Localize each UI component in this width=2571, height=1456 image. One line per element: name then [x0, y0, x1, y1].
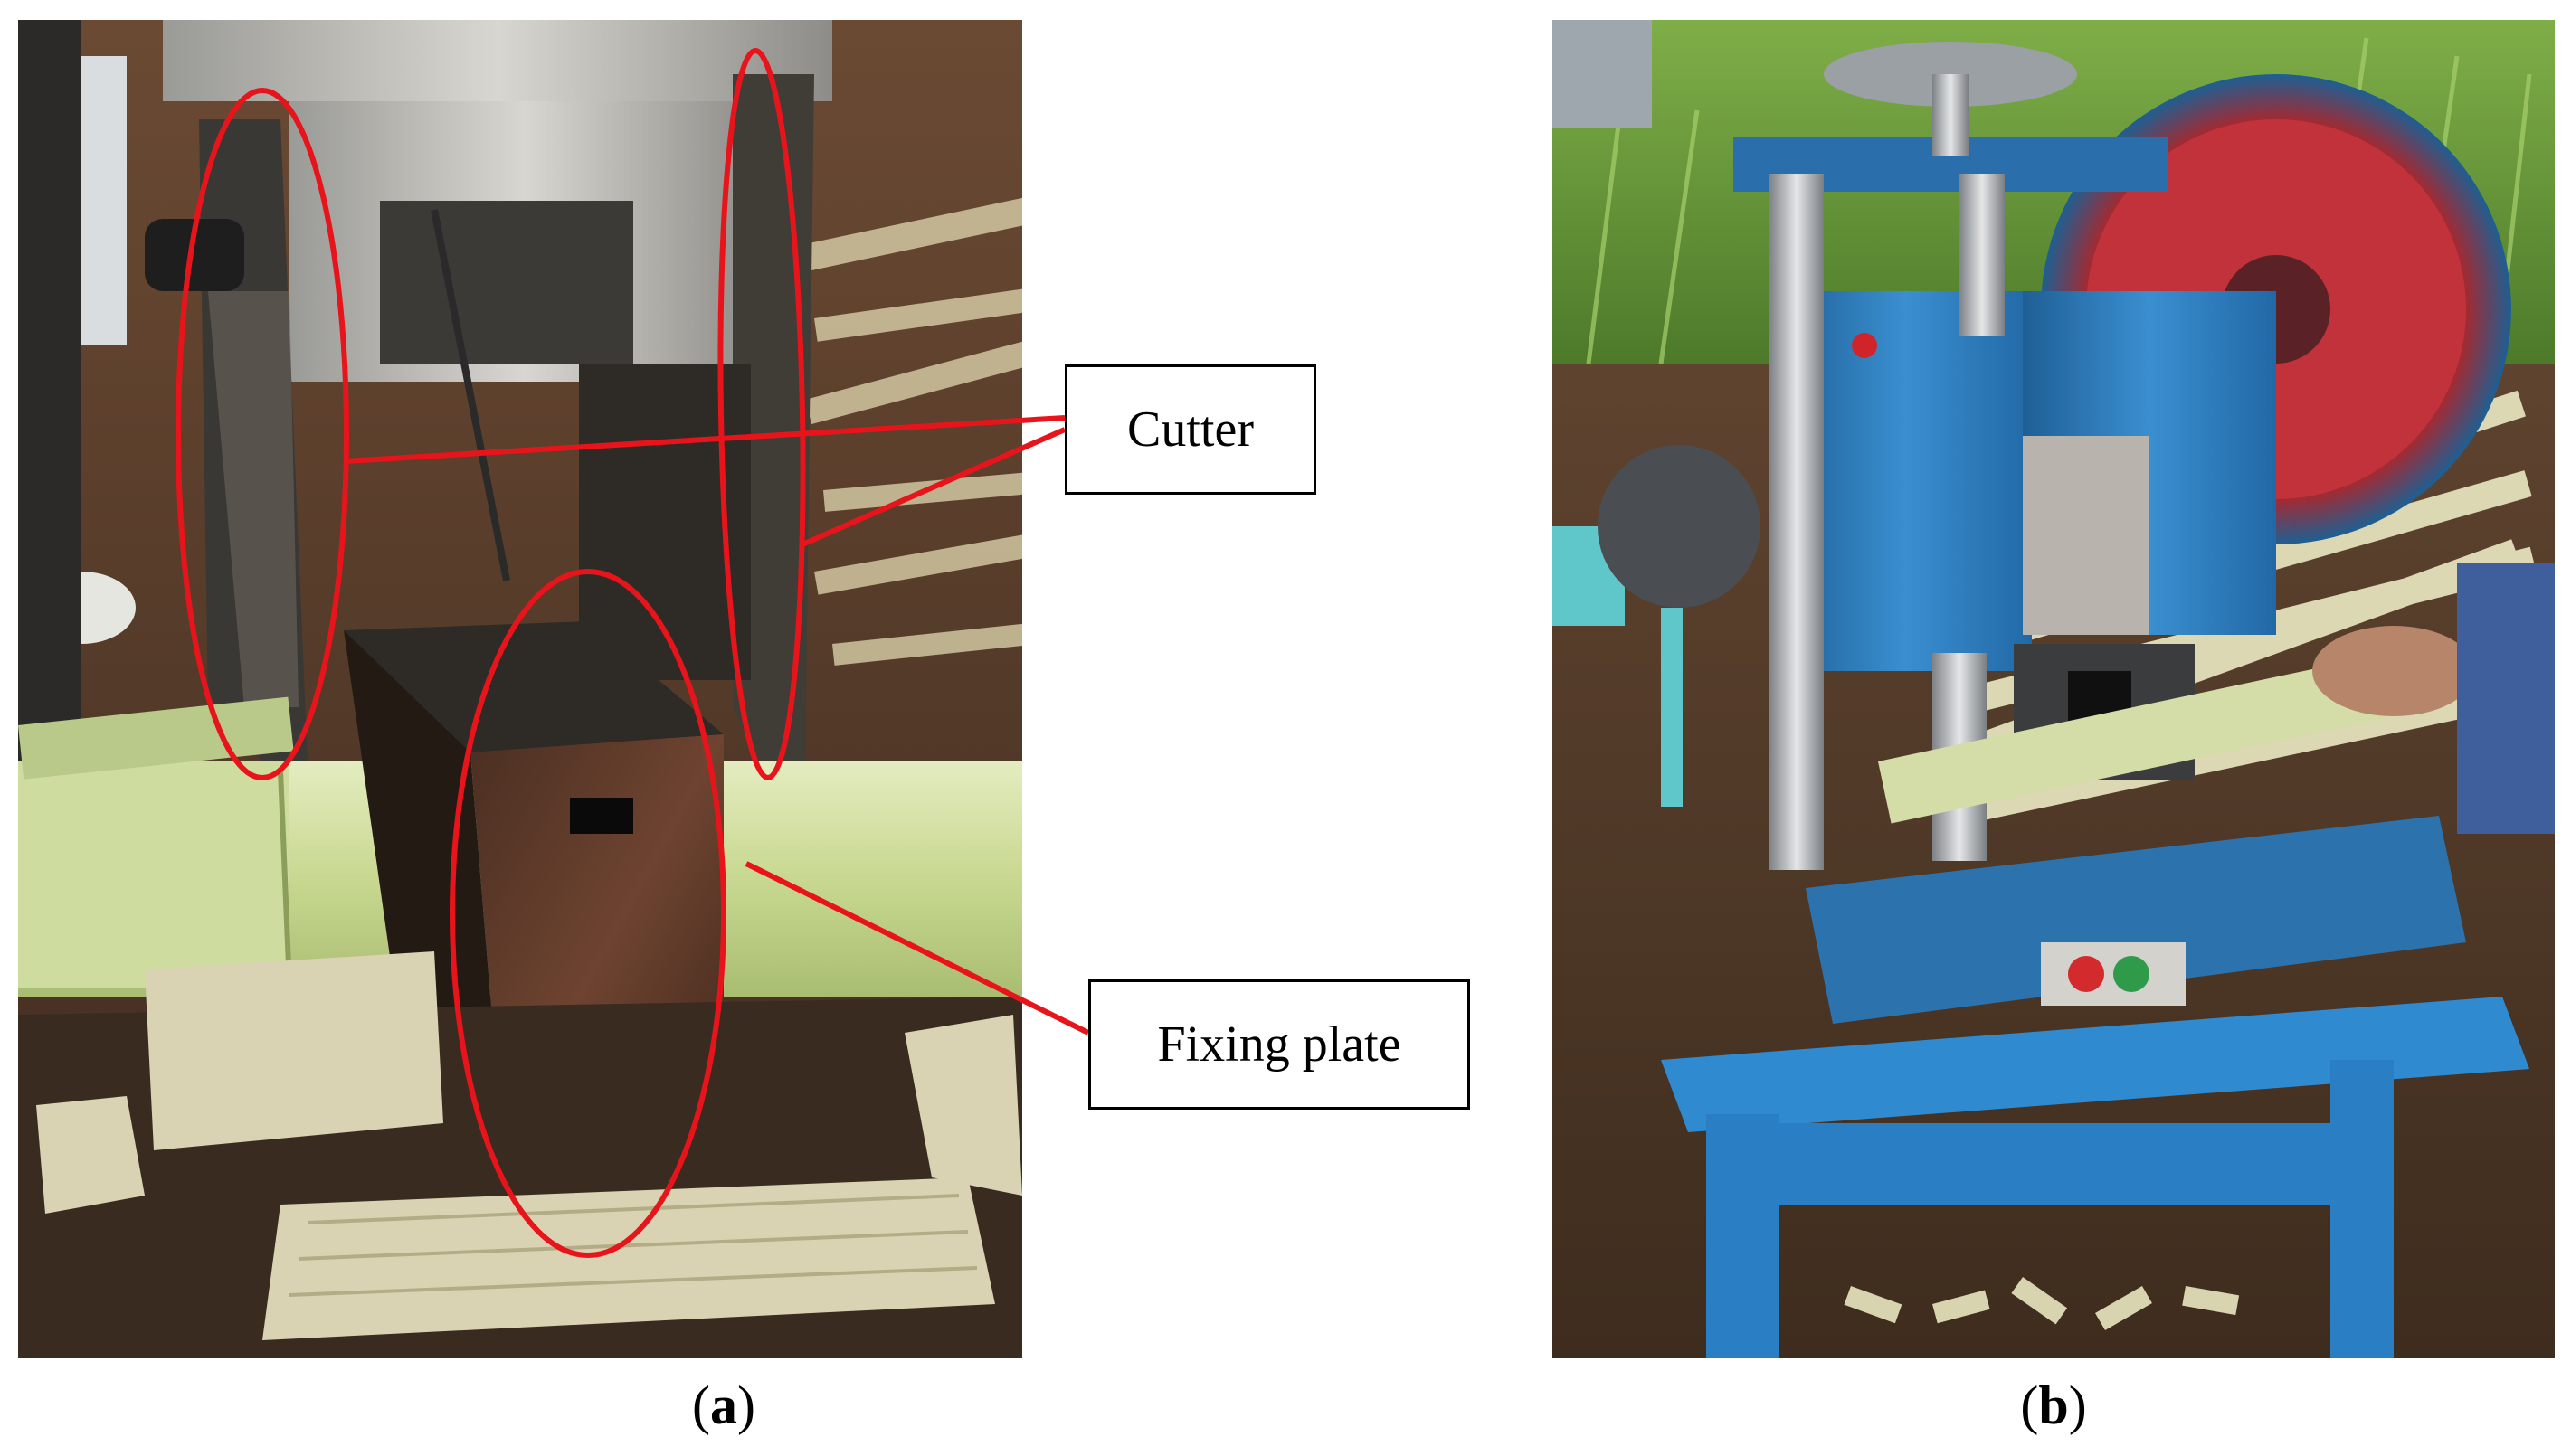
- caption-b-letter: b: [2038, 1376, 2069, 1435]
- fixing-plate-label-box: Fixing plate: [1088, 979, 1470, 1110]
- cutter-closeup-photo: [18, 20, 1022, 1358]
- photo-panel-a: [18, 20, 1022, 1358]
- fixing-plate-label: Fixing plate: [1157, 1016, 1401, 1073]
- caption-b: (b): [2020, 1376, 2087, 1435]
- caption-a: (a): [692, 1376, 755, 1435]
- cutter-label-box: Cutter: [1065, 364, 1316, 495]
- caption-a-letter: a: [710, 1376, 737, 1435]
- photo-panel-b: [1552, 20, 2555, 1358]
- cutting-machine-photo: [1552, 20, 2555, 1358]
- cutter-label: Cutter: [1127, 402, 1254, 458]
